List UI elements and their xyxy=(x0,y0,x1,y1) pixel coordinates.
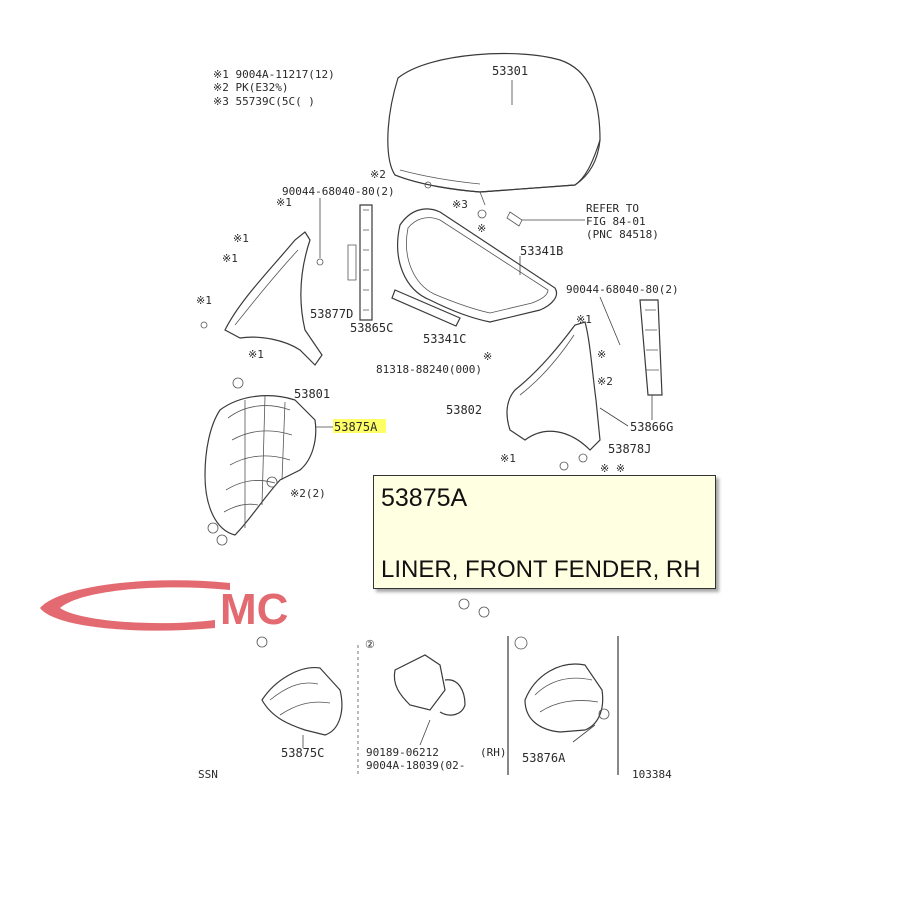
label-seal-right[interactable]: 53866G xyxy=(630,420,673,434)
note-ref-2b: ※2 xyxy=(597,375,613,388)
label-seal-top[interactable]: 53341B xyxy=(520,244,563,258)
note-ref-1g: ※1 xyxy=(500,452,516,465)
label-inset-3-part[interactable]: 53876A xyxy=(522,751,566,765)
label-inset-1-part[interactable]: 53875C xyxy=(281,746,324,760)
note-ref-x4: ※ ※ xyxy=(600,462,625,475)
label-fender-right[interactable]: 53802 xyxy=(446,403,482,417)
note-ref-x: ※ xyxy=(477,222,486,235)
hood-drawing[interactable] xyxy=(387,52,601,206)
inset-1[interactable]: 53875C xyxy=(256,636,343,760)
inset-2[interactable]: ② 90189-06212 9004A-18039(02- (RH) xyxy=(365,638,507,772)
label-callout-x2: ※2(2) xyxy=(290,487,326,500)
label-seal-bottom[interactable]: 53341C xyxy=(423,332,466,346)
note-ref-2a: ※2 xyxy=(370,168,386,181)
highlight-liner xyxy=(333,419,386,433)
label-clip-ref-2: FIG 84-01 xyxy=(586,215,646,228)
footer-right: 103384 xyxy=(632,768,672,781)
note-3: ※3 55739C(5C( ) xyxy=(213,95,315,108)
note-1: ※1 9004A-11217(12) xyxy=(213,68,335,81)
label-mud-guard-right[interactable]: 53878J xyxy=(608,442,651,456)
inset-2-num: ② xyxy=(365,638,375,651)
watermark-text: MC xyxy=(220,585,288,634)
note-ref-1a: ※1 xyxy=(233,232,249,245)
note-ref-3a: ※3 xyxy=(452,198,468,211)
note-ref-x2: ※ xyxy=(483,350,492,363)
cmc-watermark: MC xyxy=(40,580,288,634)
label-mud-guard-left[interactable]: 53877D xyxy=(310,307,353,321)
label-bolt-top[interactable]: 90044-68040-80(2) xyxy=(282,185,395,198)
label-inset-2-side: (RH) xyxy=(480,746,507,759)
label-bolt-right[interactable]: 90044-68040-80(2) xyxy=(566,283,679,296)
note-ref-x3: ※ xyxy=(597,348,606,361)
label-clip-ref-3: (PNC 84518) xyxy=(586,228,659,241)
fender-left-upper-drawing[interactable] xyxy=(224,231,323,366)
fender-liner-left-drawing[interactable] xyxy=(204,395,317,536)
note-ref-1e: ※1 xyxy=(248,348,264,361)
hood-seal-drawing[interactable] xyxy=(391,208,558,327)
right-seal-drawing[interactable] xyxy=(639,299,663,396)
part-tooltip: 53875A LINER, FRONT FENDER, RH xyxy=(373,475,716,589)
label-fender-left[interactable]: 53801 xyxy=(294,387,330,401)
note-ref-1d: ※1 xyxy=(196,294,212,307)
inset-3[interactable]: 53876A xyxy=(514,636,610,765)
tooltip-part-code: 53875A xyxy=(381,484,468,512)
tooltip-part-description: LINER, FRONT FENDER, RH xyxy=(381,556,701,583)
note-2: ※2 PK(E32%) xyxy=(213,81,288,94)
label-seal-left[interactable]: 53865C xyxy=(350,321,393,335)
note-ref-1b: ※1 xyxy=(222,252,238,265)
label-inset-2-part-a[interactable]: 90189-06212 xyxy=(366,746,439,759)
label-clip-ref-1: REFER TO xyxy=(586,202,639,215)
label-clip-bottom[interactable]: 81318-88240(000) xyxy=(376,363,482,376)
note-ref-1c: ※1 xyxy=(276,196,292,209)
footer-left: SSN xyxy=(198,768,218,781)
label-inset-2-part-b[interactable]: 9004A-18039(02- xyxy=(366,759,465,772)
note-ref-1f: ※1 xyxy=(576,313,592,326)
left-seal-drawing[interactable] xyxy=(347,204,373,321)
fender-right-drawing[interactable] xyxy=(506,321,601,451)
label-hood[interactable]: 53301 xyxy=(492,64,528,78)
label-liner-rh[interactable]: 53875A xyxy=(334,420,378,434)
